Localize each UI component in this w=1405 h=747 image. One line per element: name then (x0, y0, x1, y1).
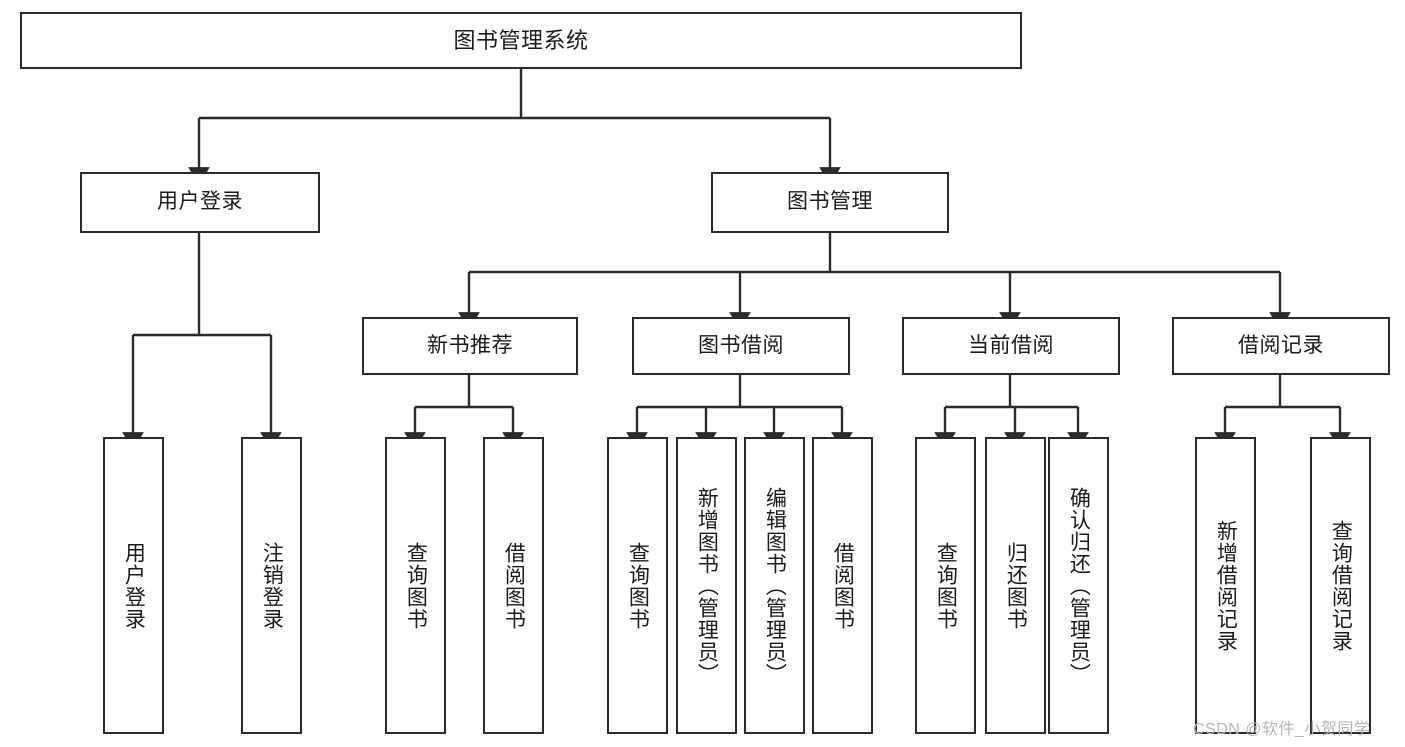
node-user-login[interactable]: 用户登录 (80, 172, 320, 233)
node-new-book-recommend[interactable]: 新书推荐 (362, 317, 578, 375)
node-label: 借阅记录 (1238, 333, 1324, 357)
node-label: 确认归还（管理员） (1067, 486, 1091, 685)
node-current-borrow[interactable]: 当前借阅 (902, 317, 1120, 375)
node-label: 用户登录 (122, 541, 146, 630)
node-borrow-record[interactable]: 借阅记录 (1172, 317, 1390, 375)
node-label: 注销登录 (260, 541, 284, 630)
node-label: 查询图书 (626, 541, 650, 630)
node-label: 借阅图书 (502, 541, 526, 630)
node-label: 图书管理 (787, 190, 873, 214)
node-label: 查询图书 (404, 541, 428, 630)
leaf-node-query-book-current[interactable]: 查询图书 (915, 437, 976, 734)
node-book-borrow[interactable]: 图书借阅 (632, 317, 850, 375)
leaf-node-borrow-book[interactable]: 借阅图书 (812, 437, 873, 734)
leaf-node-query-book-borrow[interactable]: 查询图书 (607, 437, 668, 734)
leaf-node-query-borrow-record[interactable]: 查询借阅记录 (1310, 437, 1371, 734)
leaf-node-add-borrow-record[interactable]: 新增借阅记录 (1195, 437, 1256, 734)
leaf-node-confirm-return[interactable]: 确认归还（管理员） (1048, 437, 1109, 734)
node-label: 新增借阅记录 (1214, 519, 1238, 652)
node-label: 归还图书 (1004, 541, 1028, 630)
node-label: 查询借阅记录 (1329, 519, 1353, 652)
node-label: 用户登录 (157, 190, 243, 214)
node-label: 新书推荐 (427, 333, 513, 357)
leaf-node-add-book[interactable]: 新增图书（管理员） (676, 437, 737, 734)
csdn-watermark: CSDN @软件_小贺同学 (1193, 721, 1371, 738)
leaf-node-user-logout[interactable]: 注销登录 (241, 437, 302, 734)
node-label: 借阅图书 (831, 541, 855, 630)
leaf-node-user-login[interactable]: 用户登录 (103, 437, 164, 734)
node-label: 编辑图书（管理员） (763, 486, 787, 685)
node-label: 当前借阅 (968, 333, 1054, 357)
node-book-management[interactable]: 图书管理 (711, 172, 949, 233)
leaf-node-query-book-recommend[interactable]: 查询图书 (385, 437, 446, 734)
node-label: 查询图书 (934, 541, 958, 630)
node-label: 图书管理系统 (453, 27, 589, 53)
leaf-node-return-book[interactable]: 归还图书 (985, 437, 1046, 734)
node-label: 图书借阅 (698, 333, 784, 357)
node-root-system[interactable]: 图书管理系统 (20, 12, 1022, 69)
leaf-node-edit-book[interactable]: 编辑图书（管理员） (744, 437, 805, 734)
node-label: 新增图书（管理员） (695, 486, 719, 685)
leaf-node-borrow-book-recommend[interactable]: 借阅图书 (483, 437, 544, 734)
